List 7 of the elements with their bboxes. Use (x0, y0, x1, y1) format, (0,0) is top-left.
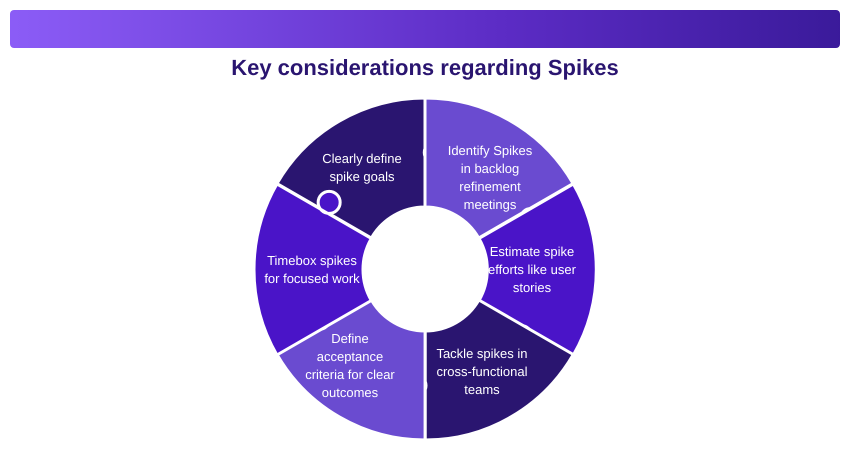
segment-text: Estimate spike efforts like user stories (487, 243, 577, 297)
segment-text: Identify Spikes in backlog refinement meetings (446, 142, 534, 214)
segment-text: Define acceptance criteria for clear outcomes (304, 330, 396, 402)
segment-text: Tackle spikes in cross-functional teams (436, 345, 528, 399)
segment-text: Clearly define spike goals (321, 150, 403, 186)
segment-text: Timebox spikes for focused work (264, 252, 360, 288)
title: Key considerations regarding Spikes (230, 55, 620, 81)
